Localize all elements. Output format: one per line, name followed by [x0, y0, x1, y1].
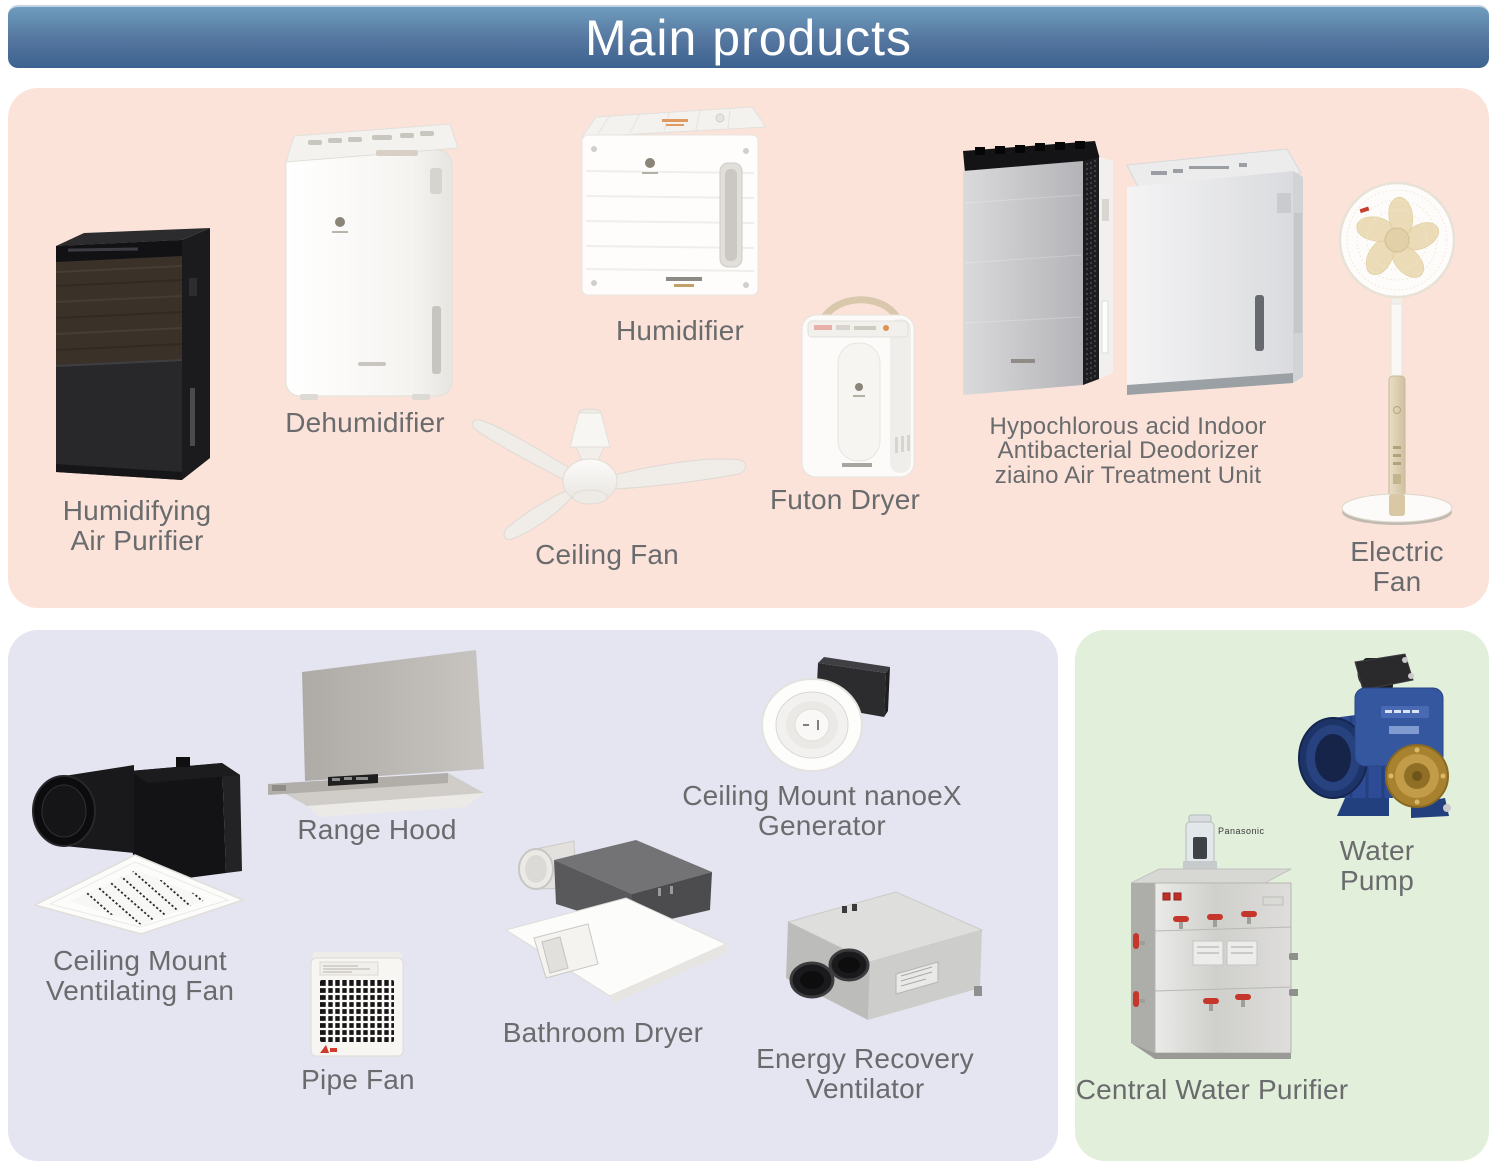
electric-fan-image	[1338, 178, 1460, 530]
ceiling-mount-ventilating-fan-image	[26, 753, 256, 943]
ceiling-mount-nanoex-generator-image	[756, 653, 901, 775]
pipe-fan-label: Pipe Fan	[301, 1064, 415, 1095]
ceiling-mount-nanoex-generator-label: Ceiling Mount nanoeX Generator	[682, 780, 962, 841]
page-title: Main products	[584, 9, 913, 66]
humidifier-label: Humidifier	[615, 315, 745, 346]
dehumidifier-image	[280, 110, 460, 402]
water-pump-label: Water Pump	[1339, 835, 1415, 896]
humidifying-air-purifier-label: Humidifying Air Purifier	[62, 495, 212, 556]
ziaino-air-treatment-unit-image	[955, 133, 1305, 405]
humidifier-image	[570, 101, 772, 305]
dehumidifier-label: Dehumidifier	[285, 407, 445, 438]
range-hood-label: Range Hood	[297, 814, 457, 845]
central-water-purifier-label: Central Water Purifier	[1075, 1074, 1349, 1105]
central-water-purifier-brand: Panasonic	[1218, 826, 1265, 836]
bathroom-dryer-image	[496, 836, 734, 1012]
energy-recovery-ventilator-image	[746, 888, 986, 1036]
humidifying-air-purifier-image	[50, 220, 220, 484]
page-title-banner: Main products	[8, 5, 1489, 68]
bathroom-dryer-label: Bathroom Dryer	[502, 1017, 704, 1048]
futon-dryer-label: Futon Dryer	[769, 484, 921, 515]
ceiling-fan-image	[468, 403, 750, 543]
ziaino-label: Hypochlorous acid Indoor Antibacterial D…	[989, 413, 1267, 489]
futon-dryer-image	[798, 291, 920, 483]
water-pump-image	[1293, 646, 1461, 832]
ceiling-mount-ventilating-fan-label: Ceiling Mount Ventilating Fan	[45, 945, 235, 1006]
pipe-fan-image	[308, 950, 410, 1062]
ceiling-fan-label: Ceiling Fan	[535, 539, 679, 570]
range-hood-image	[256, 641, 488, 821]
central-water-purifier-image	[1123, 813, 1298, 1061]
energy-recovery-ventilator-label: Energy Recovery Ventilator	[756, 1043, 974, 1104]
electric-fan-label: Electric Fan	[1350, 536, 1444, 597]
